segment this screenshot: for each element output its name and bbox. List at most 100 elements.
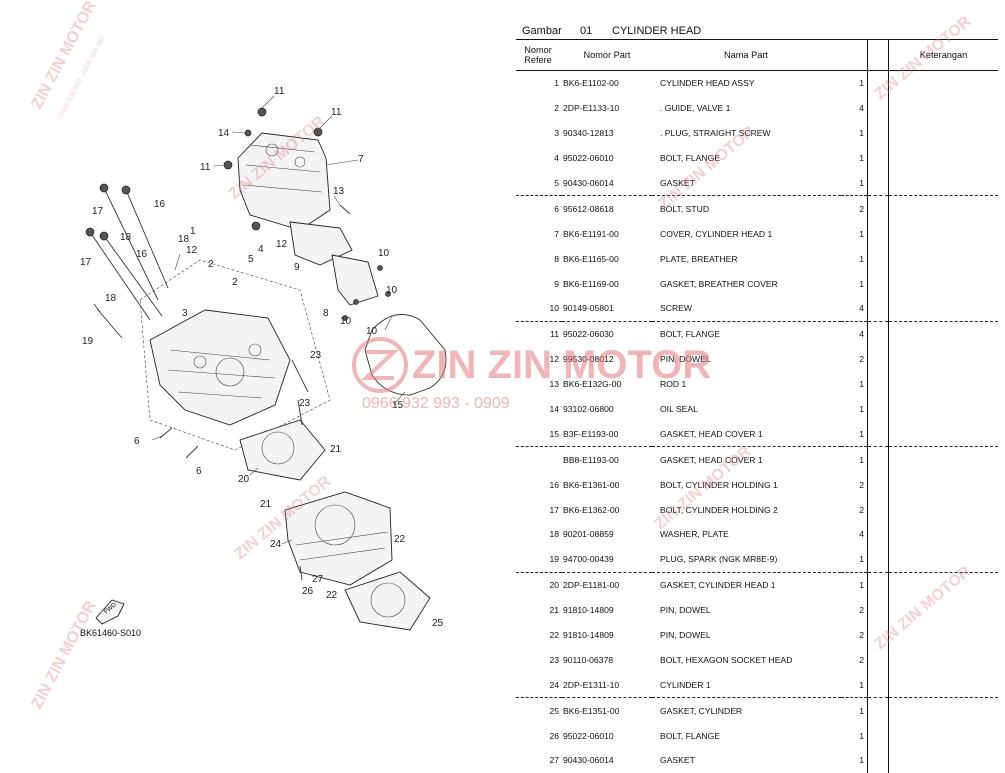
part-qty: 1 <box>841 145 868 171</box>
part-ref: 10 <box>549 303 559 314</box>
part-note <box>889 96 999 121</box>
col-qty <box>841 39 868 71</box>
callout-6b: 6 <box>196 466 202 477</box>
part-number: BK6-E1102-00 <box>563 78 619 89</box>
part-blank <box>867 120 889 146</box>
callout-11a: 11 <box>274 86 285 97</box>
part-blank <box>867 70 889 96</box>
callout-15: 15 <box>392 400 404 411</box>
part-name: BOLT, STUD <box>652 195 841 222</box>
part-name: GASKET <box>660 178 695 188</box>
col-blank <box>867 39 889 71</box>
callout-8: 8 <box>323 308 329 319</box>
part-note <box>889 246 999 271</box>
part-ref: 14 <box>549 404 559 415</box>
part-name: CYLINDER HEAD ASSY <box>660 78 755 89</box>
part-blank <box>867 647 889 673</box>
part-note <box>889 623 999 648</box>
callout-20: 20 <box>238 474 250 485</box>
part-note <box>889 497 999 522</box>
callout-3: 3 <box>182 308 188 319</box>
part-qty: 1 <box>841 396 868 422</box>
part-name: BOLT, CYLINDER HOLDING 2 <box>660 504 778 515</box>
callout-23b: 23 <box>299 398 311 409</box>
part-qty: 1 <box>841 546 868 573</box>
part-number: BK6-E1165-00 <box>563 253 619 264</box>
callout-21a: 21 <box>330 444 342 455</box>
part-name: BOLT, CYLINDER HOLDING 1 <box>660 479 778 490</box>
diagram-code: BK61460-S010 <box>80 628 141 638</box>
callout-17b: 17 <box>80 257 92 268</box>
part-ref: 7 <box>554 228 559 239</box>
part-ref: 2 <box>554 103 559 114</box>
callout-10d: 10 <box>366 326 378 337</box>
cylinder <box>284 491 393 586</box>
part-name: GASKET, BREATHER COVER <box>660 278 778 289</box>
part-qty: 2 <box>841 597 868 623</box>
part-number: BB8-E1193-00 <box>562 446 652 473</box>
callout-18a: 18 <box>120 232 132 243</box>
part-number: 99530-08012 <box>563 354 614 365</box>
part-ref: 1 <box>554 78 559 89</box>
callout-7: 7 <box>358 154 364 165</box>
col-name: Nama Part <box>652 39 841 71</box>
part-qty: 2 <box>841 497 868 523</box>
part-ref: 6 <box>516 195 562 222</box>
part-qty: 2 <box>841 472 868 498</box>
callout-16b: 16 <box>136 249 148 260</box>
part-blank <box>867 95 889 121</box>
part-ref: 21 <box>549 605 559 616</box>
callout-26: 26 <box>302 586 314 597</box>
part-name: GASKET, CYLINDER <box>652 697 841 724</box>
part-number: 95612-08618 <box>562 195 652 222</box>
part-blank <box>867 697 889 724</box>
part-number: 95022-06010 <box>563 730 614 741</box>
part-qty: 1 <box>841 672 868 698</box>
part-note <box>889 547 999 572</box>
part-qty: 1 <box>841 221 868 247</box>
part-ref: 27 <box>549 755 559 766</box>
callout-27: 27 <box>312 574 324 585</box>
part-blank <box>867 371 889 397</box>
part-name: COVER, CYLINDER HEAD 1 <box>660 228 773 239</box>
part-name: PIN, DOWEL <box>660 630 711 641</box>
part-ref: 3 <box>554 128 559 139</box>
part-blank <box>867 296 889 322</box>
part-name: BOLT, FLANGE <box>660 730 721 741</box>
part-number: B3F-E1193-00 <box>563 428 619 439</box>
part-qty: 1 <box>841 421 868 447</box>
part-note <box>889 71 999 96</box>
callout-12b: 12 <box>276 239 288 250</box>
callout-6a: 6 <box>134 436 140 447</box>
part-blank <box>867 597 889 623</box>
callout-12a: 12 <box>186 245 198 256</box>
part-ref: 25 <box>516 697 562 724</box>
part-number: 95022-06010 <box>563 153 614 164</box>
cylinder-head <box>139 259 331 451</box>
part-qty: 1 <box>841 446 868 473</box>
part-note <box>889 296 999 321</box>
part-ref: 24 <box>549 679 559 690</box>
head-cover <box>237 132 331 231</box>
part-blank <box>867 195 889 222</box>
part-qty: 4 <box>841 522 868 547</box>
part-name: GASKET, HEAD COVER 1 <box>660 428 763 439</box>
part-blank <box>867 748 889 773</box>
part-number: 91810-14809 <box>563 605 614 616</box>
part-ref: 16 <box>549 479 559 490</box>
part-qty: 1 <box>841 723 868 749</box>
part-ref: 17 <box>549 504 559 515</box>
